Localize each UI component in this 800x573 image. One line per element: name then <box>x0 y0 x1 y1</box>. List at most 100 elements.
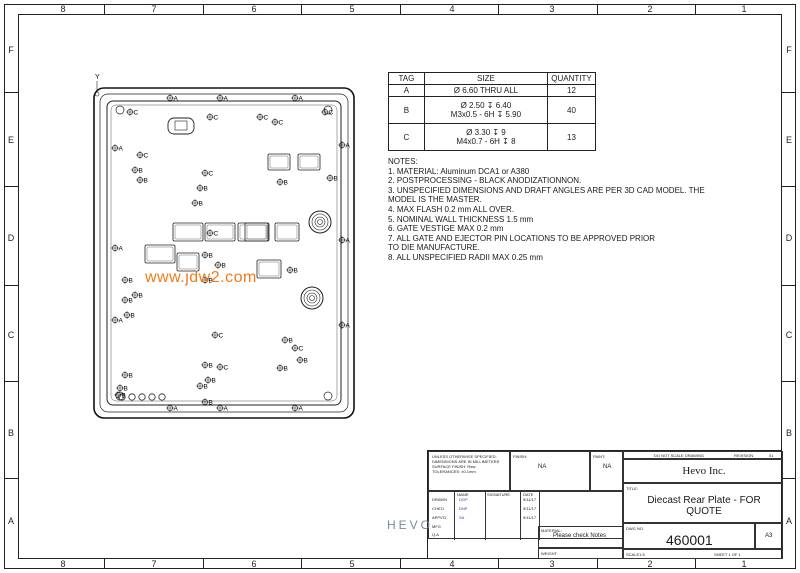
zone-col-top: 8 <box>60 4 66 14</box>
hole-tag: C <box>214 230 219 237</box>
person-date: 9/11/17 <box>523 515 537 520</box>
zone-col-top: 7 <box>151 4 157 14</box>
pocket-cutout <box>256 259 282 279</box>
hole-tag: B <box>284 179 288 186</box>
revision-label: REVISION <box>734 453 754 458</box>
zone-row-right: A <box>785 516 792 526</box>
company-box: Hevo Inc. <box>623 459 783 483</box>
pocket-cutout <box>237 222 269 242</box>
role-label: APPV'D <box>432 515 447 520</box>
do-not-scale-label: DO NOT SCALE DRAWING <box>654 453 705 458</box>
size-line: Ø 6.60 THRU ALL <box>453 86 519 95</box>
hole-tag: B <box>204 383 208 390</box>
round-boss <box>309 295 315 301</box>
zone-tick <box>400 4 401 14</box>
person-date: 9/11/17 <box>523 497 537 502</box>
connector-slot <box>174 120 188 131</box>
zone-tick <box>498 559 499 569</box>
pocket-inner <box>206 224 234 240</box>
hole-tag: B <box>131 312 135 319</box>
round-boss <box>317 219 323 225</box>
zone-tick <box>695 559 696 569</box>
pocket-cutout <box>274 222 300 242</box>
note-line: NOTES: <box>388 157 418 166</box>
bottom-port <box>158 393 166 401</box>
note-line: MODEL IS THE MASTER. <box>388 195 482 205</box>
round-boss <box>300 286 324 310</box>
role-label: DRAWN <box>432 497 447 502</box>
dwg-no-box: DWG NO. 460001 <box>623 523 755 549</box>
scale-box: SCALE1:5 SHEET 1 OF 1 <box>623 549 783 559</box>
pocket-inner <box>258 261 280 277</box>
name-header: NAME <box>457 492 469 497</box>
note-line: 7. ALL GATE AND EJECTOR PIN LOCATIONS TO… <box>388 233 656 243</box>
zone-col-bottom: 5 <box>349 559 355 569</box>
pocket-inner <box>276 224 298 240</box>
zone-tick <box>4 92 18 93</box>
hole-tag: B <box>139 167 143 174</box>
hole-tag: C <box>209 170 214 177</box>
table-row: A Ø 6.60 THRU ALL 12 <box>388 84 596 97</box>
hole-tag: B <box>209 399 213 406</box>
qty-cell: 13 <box>547 123 596 151</box>
zone-row-left: E <box>7 135 14 145</box>
paint-box: PAINT: NA <box>590 451 623 491</box>
hole-tag: A <box>299 95 304 102</box>
hole-tag: B <box>139 292 143 299</box>
zone-row-right: C <box>785 330 793 340</box>
zone-tick <box>301 559 302 569</box>
person-name: SA <box>459 515 465 520</box>
pocket-cutout <box>144 244 176 264</box>
bottom-port <box>148 393 156 401</box>
plate-outline-outer <box>93 87 355 419</box>
zone-tick <box>4 186 18 187</box>
qty-cell: 12 <box>547 84 596 97</box>
zone-col-top: 2 <box>647 4 653 14</box>
hole-tag: A <box>119 145 124 152</box>
pocket-inner <box>239 224 267 240</box>
round-boss <box>311 213 329 231</box>
person-date: 9/11/17 <box>523 506 537 511</box>
hole-tag: B <box>129 277 133 284</box>
pocket-inner <box>146 246 174 262</box>
title-block: UNLESS OTHERWISE SPECIFIED: DIMENSIONS A… <box>427 450 783 559</box>
table-row: C Ø 3.30 ↧ 9 M4x0.7 - 6H ↧ 8 13 <box>388 123 596 151</box>
weight-label: WEIGHT: <box>541 551 558 556</box>
unless-line: DIMENSIONS ARE IN MILLIMETERS <box>432 459 500 464</box>
size-box: A3 <box>755 523 783 549</box>
hole-tag: C <box>264 114 269 121</box>
zone-col-top: 6 <box>251 4 257 14</box>
note-line: 6. GATE VESTIGE MAX 0.2 mm <box>388 224 504 234</box>
date-header: DATE <box>523 492 534 497</box>
hole-tag: B <box>129 297 133 304</box>
hole-tag: C <box>144 152 149 159</box>
size-cell: Ø 6.60 THRU ALL <box>423 84 549 97</box>
connector-boss <box>167 117 195 135</box>
revision-box: DO NOT SCALE DRAWING REVISION 01 <box>623 451 783 459</box>
zone-row-left: D <box>7 233 15 243</box>
size-line: M4x0.7 - 6H ↧ 8 <box>456 137 516 146</box>
material-box: MATERIAL: Please check Notes <box>538 526 623 548</box>
grid-line <box>454 492 455 540</box>
title-box: TITLE: Diecast Rear Plate - FOR QUOTE <box>623 483 783 523</box>
hole-tag: A <box>346 322 351 329</box>
zone-tick <box>498 4 499 14</box>
table-header-row: TAG SIZE QUANTITY <box>388 72 596 85</box>
hole-tag: B <box>212 377 216 384</box>
bottom-port <box>118 393 126 401</box>
zone-col-top: 3 <box>549 4 555 14</box>
zone-row-left: B <box>7 428 14 438</box>
zone-row-left: A <box>7 516 14 526</box>
zone-row-right: D <box>785 233 793 243</box>
drawing-notes: NOTES: 1. MATERIAL: Aluminum DCA1 or A38… <box>388 157 748 263</box>
axis-label-y: Y <box>95 74 100 81</box>
hole-tag: B <box>209 362 213 369</box>
corner-boss <box>323 105 333 115</box>
signature-header: SIGNATURE <box>487 492 511 497</box>
bottom-port <box>128 393 136 401</box>
hole-tag: A <box>119 317 124 324</box>
hole-tag: A <box>299 405 304 412</box>
